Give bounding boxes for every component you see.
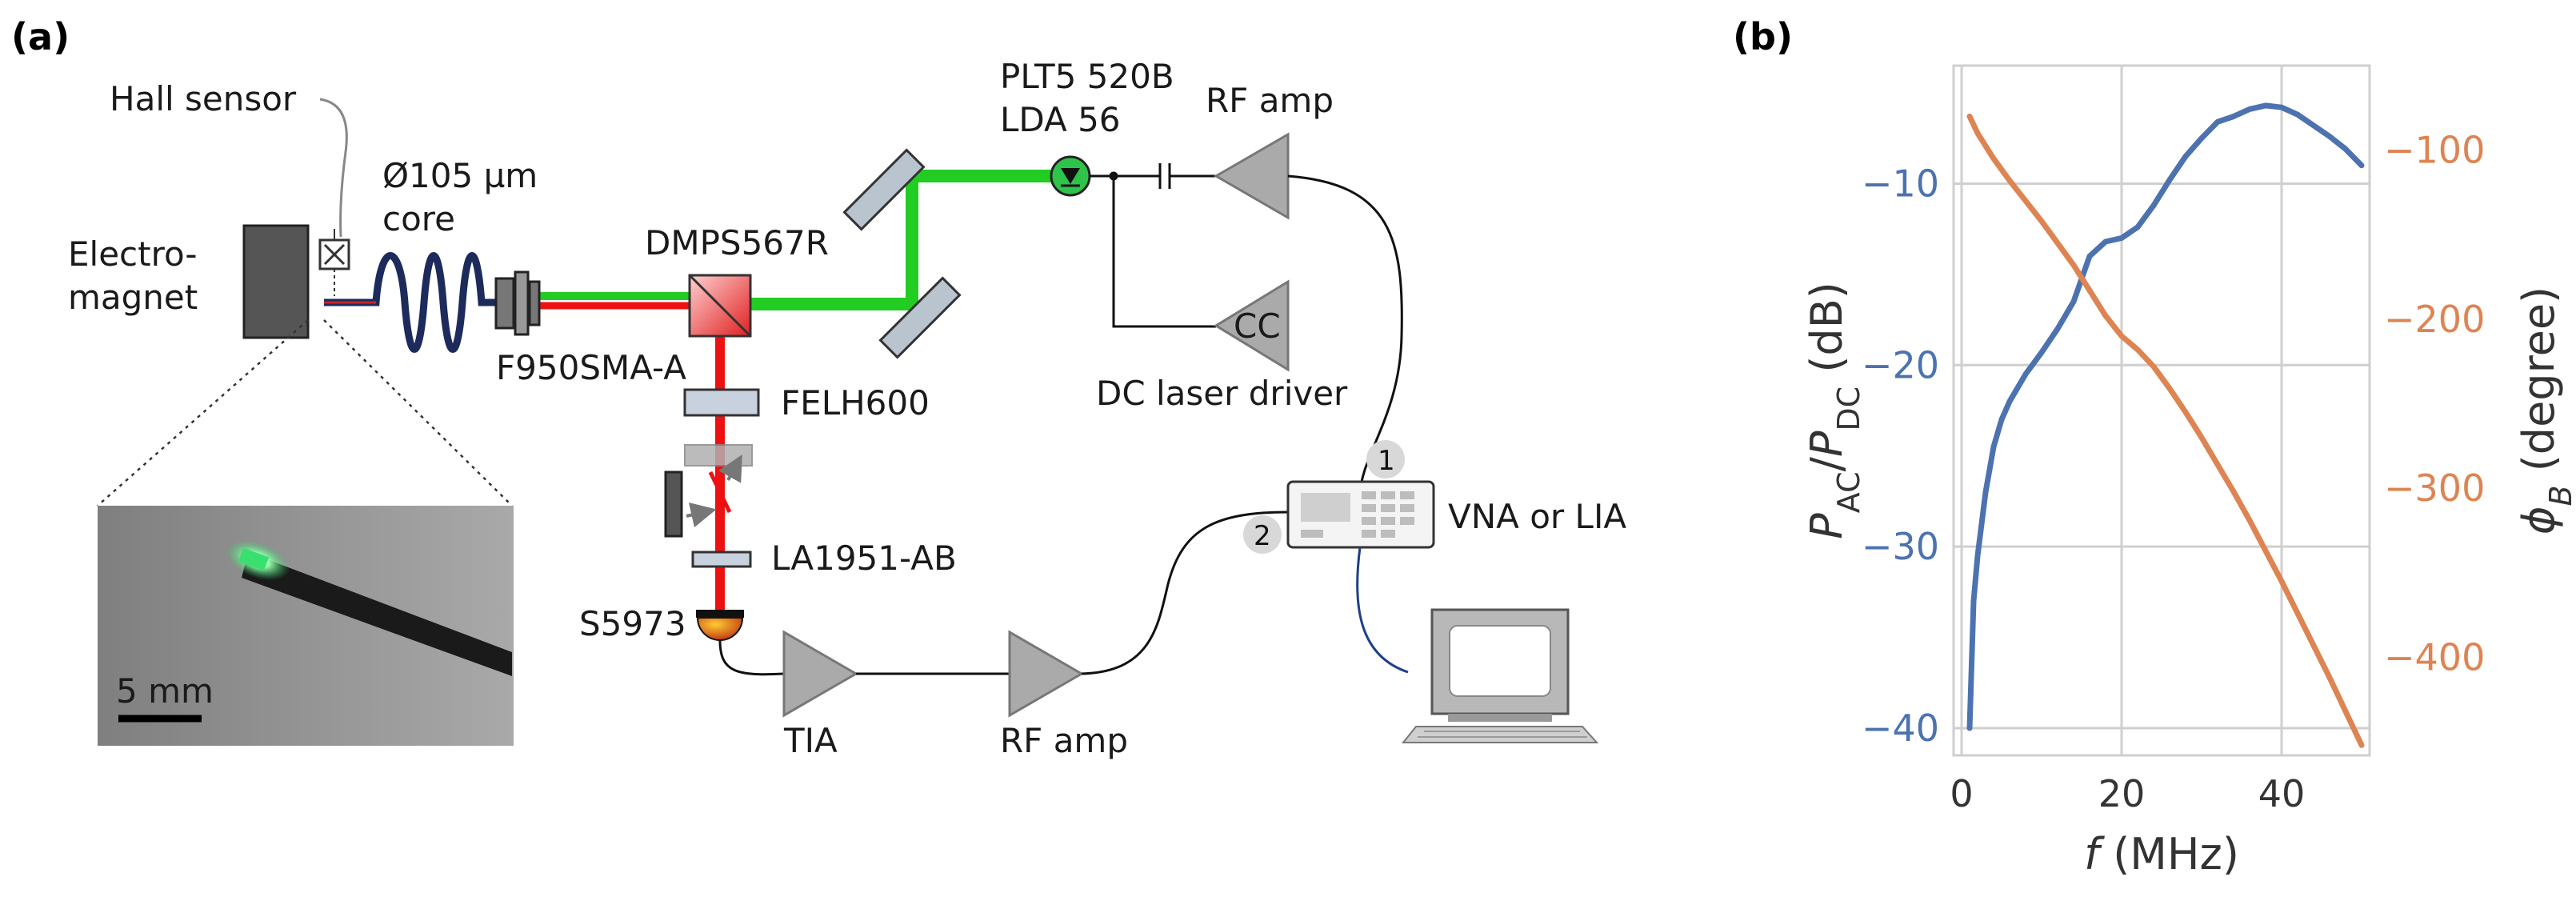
tia-label: TIA bbox=[783, 721, 838, 760]
port-1-label: 1 bbox=[1378, 445, 1395, 477]
y-left-tick-label: −20 bbox=[1862, 343, 1939, 386]
y-left-axis-label: PAC/PDC (dB) bbox=[1802, 282, 1866, 539]
panel-label-a: (a) bbox=[11, 15, 70, 58]
detector-label: S5973 bbox=[579, 604, 686, 643]
electromagnet-label-1: Electro- bbox=[68, 234, 198, 274]
fiber-connector-label: F950SMA-A bbox=[496, 348, 686, 387]
cc-label: CC bbox=[1234, 306, 1281, 346]
x-axis-label: f (MHz) bbox=[2084, 829, 2239, 879]
dc-driver-label: DC laser driver bbox=[1096, 374, 1348, 413]
core-label-1: Ø105 µm bbox=[382, 156, 538, 195]
series-line-phase bbox=[1966, 113, 2365, 748]
cable-amp-to-vna bbox=[1081, 511, 1289, 675]
laser-diode-icon bbox=[1050, 155, 1091, 197]
hall-sensor-leader bbox=[319, 98, 348, 238]
zoom-line-left bbox=[97, 319, 309, 507]
hall-sensor-icon bbox=[318, 229, 350, 296]
photodetector-icon bbox=[696, 610, 744, 641]
x-tick-label: 0 bbox=[1950, 772, 1973, 815]
rf-amp-top-icon bbox=[1214, 132, 1290, 220]
plot-frame bbox=[1952, 64, 2371, 757]
dichroic-mirror-icon bbox=[688, 274, 752, 338]
electromagnet-label-2: magnet bbox=[68, 278, 198, 317]
core-label-2: core bbox=[382, 199, 455, 238]
y-left-tick-label: −10 bbox=[1862, 162, 1939, 205]
computer-icon bbox=[1401, 608, 1599, 743]
mirror-bottom-icon bbox=[878, 276, 962, 359]
hall-sensor-label: Hall sensor bbox=[110, 79, 297, 118]
fiber-connector-icon bbox=[494, 270, 541, 336]
y-right-tick-label: −400 bbox=[2384, 635, 2485, 679]
green-beam bbox=[728, 170, 1072, 310]
laser-label-2: LDA 56 bbox=[1000, 100, 1121, 139]
port-1-badge bbox=[1366, 440, 1405, 479]
cc-driver-icon bbox=[1214, 279, 1290, 372]
laser-label-1: PLT5 520B bbox=[1000, 57, 1174, 96]
x-tick-label: 40 bbox=[2258, 772, 2306, 815]
y-right-tick-label: −200 bbox=[2384, 298, 2485, 341]
vna-label: VNA or LIA bbox=[1448, 497, 1626, 536]
y-left-tick-label: −40 bbox=[1862, 707, 1939, 750]
cable-det-to-tia bbox=[718, 639, 785, 676]
fiber-photo bbox=[98, 506, 514, 746]
series-line-power-ratio bbox=[1966, 102, 2365, 731]
lens-icon bbox=[691, 551, 752, 568]
lens-label: LA1951-AB bbox=[771, 539, 957, 578]
filter-label: FELH600 bbox=[781, 383, 930, 422]
rf-amp-top-label: RF amp bbox=[1206, 81, 1334, 120]
vna-instrument-icon bbox=[1286, 480, 1435, 549]
cable-vna-to-computer bbox=[1356, 547, 1409, 674]
flip-mirror-icon bbox=[664, 444, 753, 538]
dichroic-label: DMPS567R bbox=[645, 223, 829, 262]
y-right-tick-label: −100 bbox=[2384, 129, 2485, 172]
chart: 0 20 40 −10 −20 −30 −40 −100 −200 −300 −400 f (MHz)… bbox=[1802, 64, 2576, 879]
y-left-tick-label: −30 bbox=[1862, 525, 1939, 568]
y-right-axis-label: ϕB (degree) bbox=[2514, 286, 2576, 535]
rf-amp-bottom-icon bbox=[1008, 630, 1084, 718]
fiber-coil bbox=[324, 252, 512, 353]
mirror-top-icon bbox=[842, 148, 926, 231]
laser-wiring bbox=[1090, 163, 1216, 328]
y-right-tick-label: −300 bbox=[2384, 467, 2485, 510]
x-tick-label: 20 bbox=[2098, 772, 2146, 815]
tia-icon bbox=[782, 630, 858, 718]
rf-amp-bottom-label: RF amp bbox=[1000, 721, 1128, 760]
panel-label-b: (b) bbox=[1733, 15, 1793, 58]
electromagnet bbox=[242, 224, 310, 339]
scale-bar-label: 5 mm bbox=[116, 671, 214, 711]
port-2-badge bbox=[1243, 515, 1282, 554]
port-2-label: 2 bbox=[1254, 520, 1271, 552]
filter-icon bbox=[683, 388, 760, 417]
